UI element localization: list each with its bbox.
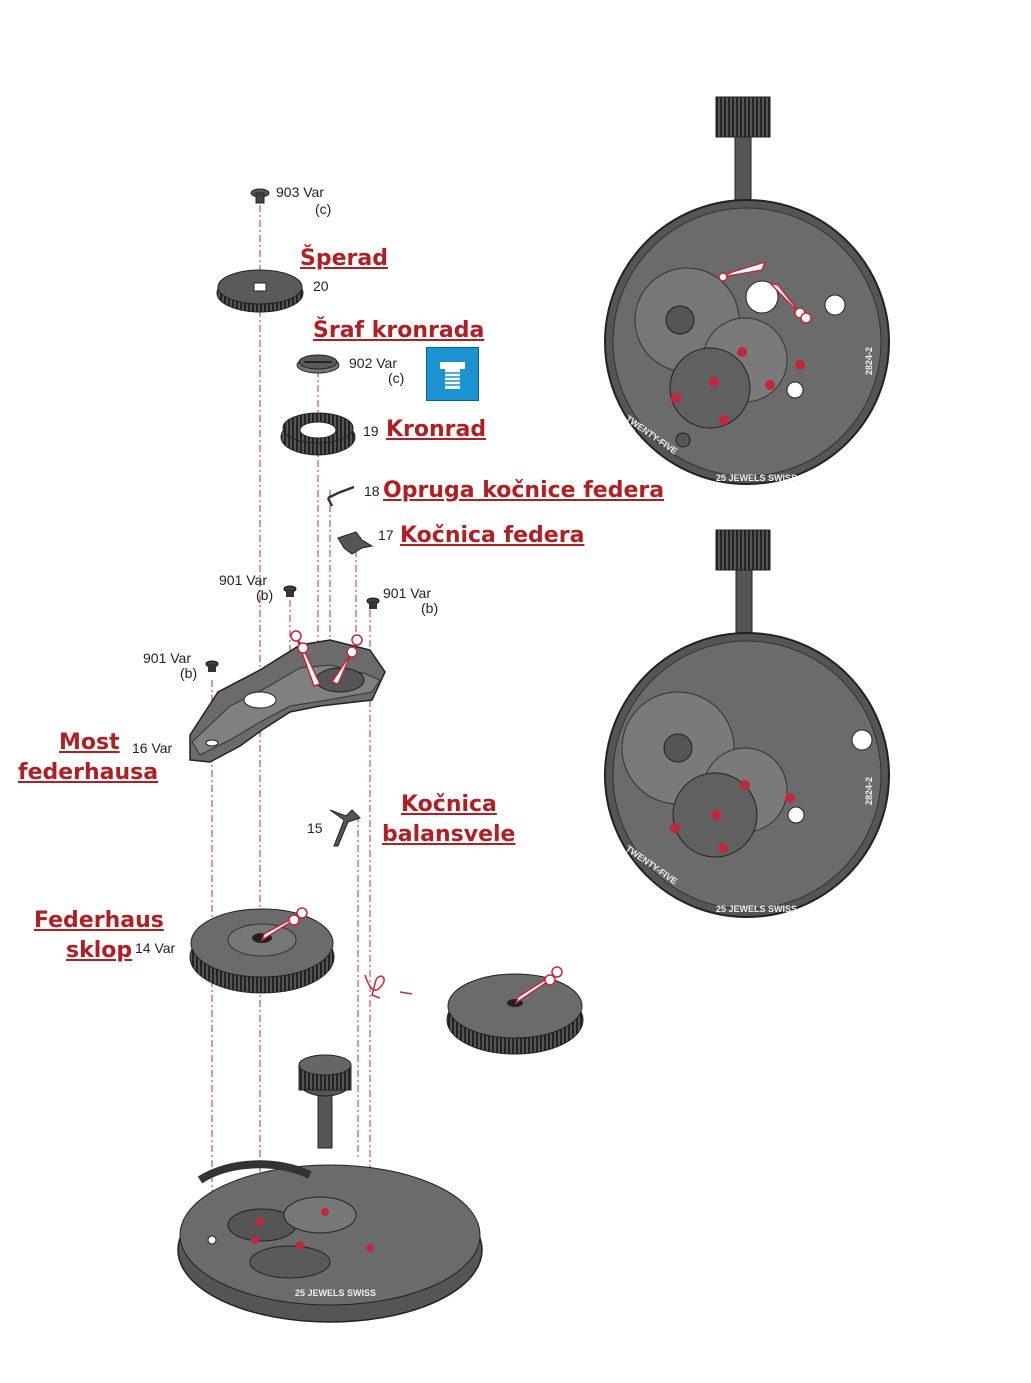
part-number-14: 14 Var	[135, 940, 176, 956]
balance-brake-15	[329, 809, 361, 847]
part-number-19: 19	[363, 423, 379, 439]
part-number-901-b: 901 Var	[383, 585, 431, 601]
pointer-callouts-bridge	[290, 630, 363, 687]
part-number-15: 15	[307, 820, 323, 836]
pointer-callouts-barrel	[260, 907, 308, 942]
label-federhaus-line1: Federhaus	[34, 908, 164, 933]
part-number-18: 18	[364, 483, 380, 499]
label-kocnica-federa: Kočnica federa	[400, 523, 585, 548]
label-most-line1: Most	[59, 730, 120, 755]
screw-902	[296, 354, 340, 374]
barrel-bridge-16	[189, 639, 386, 763]
crown-wheel-19	[280, 412, 356, 456]
movement-mid-jewels: 25 JEWELS SWISS	[716, 904, 797, 914]
screw-903	[250, 188, 270, 204]
label-opruga-kocnice-federa: Opruga kočnice federa	[383, 478, 665, 503]
movement-top-jewels: 25 JEWELS SWISS	[716, 473, 797, 483]
ratchet-wheel-20	[216, 269, 304, 313]
part-number-902: 902 Var	[349, 355, 397, 371]
movement-top-view: 25 JEWELS SWISS TWENTY-FIVE 2824-2	[604, 96, 890, 485]
barrel-assembly-14	[189, 908, 335, 994]
part-number-902-sub: (c)	[388, 370, 405, 386]
screw-901-c	[205, 660, 219, 672]
part-number-16: 16 Var	[132, 740, 173, 756]
part-number-903-sub: (c)	[315, 201, 332, 217]
screw-thread-icon	[426, 347, 479, 401]
movement-mid-calibre: 2824-2	[864, 777, 874, 805]
part-number-901-a: 901 Var	[219, 572, 267, 588]
screw-901-b	[366, 597, 380, 609]
label-sraf-kronrada: Šraf kronrada	[313, 318, 485, 343]
screw-901-a	[283, 585, 297, 597]
pointer-callouts-barrel-2	[514, 966, 563, 1005]
label-most-line2: federhausa	[18, 760, 159, 785]
label-kocnica-bal-line2: balansvele	[382, 822, 516, 847]
movement-middle-view: 25 JEWELS SWISS TWENTY-FIVE 2824-2	[604, 529, 890, 918]
label-kocnica-bal-line1: Kočnica	[401, 792, 497, 817]
part-number-901-a-sub: (b)	[256, 587, 274, 603]
movement-base-perspective: 25 JEWELS SWISS	[177, 1054, 483, 1323]
label-sperad: Šperad	[300, 246, 388, 271]
movement-jewels-text: 25 JEWELS SWISS	[295, 1288, 376, 1298]
part-number-20: 20	[313, 278, 329, 294]
part-number-901-c-sub: (b)	[180, 665, 198, 681]
movement-top-calibre: 2824-2	[864, 347, 874, 375]
part-number-17: 17	[378, 527, 394, 543]
click-spring-18	[326, 485, 355, 507]
label-kronrad: Kronrad	[386, 417, 487, 442]
click-17	[337, 531, 374, 555]
part-number-901-c: 901 Var	[143, 650, 191, 666]
flip-arrow	[364, 974, 413, 999]
barrel-flipped	[446, 973, 584, 1055]
part-number-903: 903 Var	[276, 184, 324, 200]
label-federhaus-line2: sklop	[66, 938, 133, 963]
part-number-901-b-sub: (b)	[421, 600, 439, 616]
